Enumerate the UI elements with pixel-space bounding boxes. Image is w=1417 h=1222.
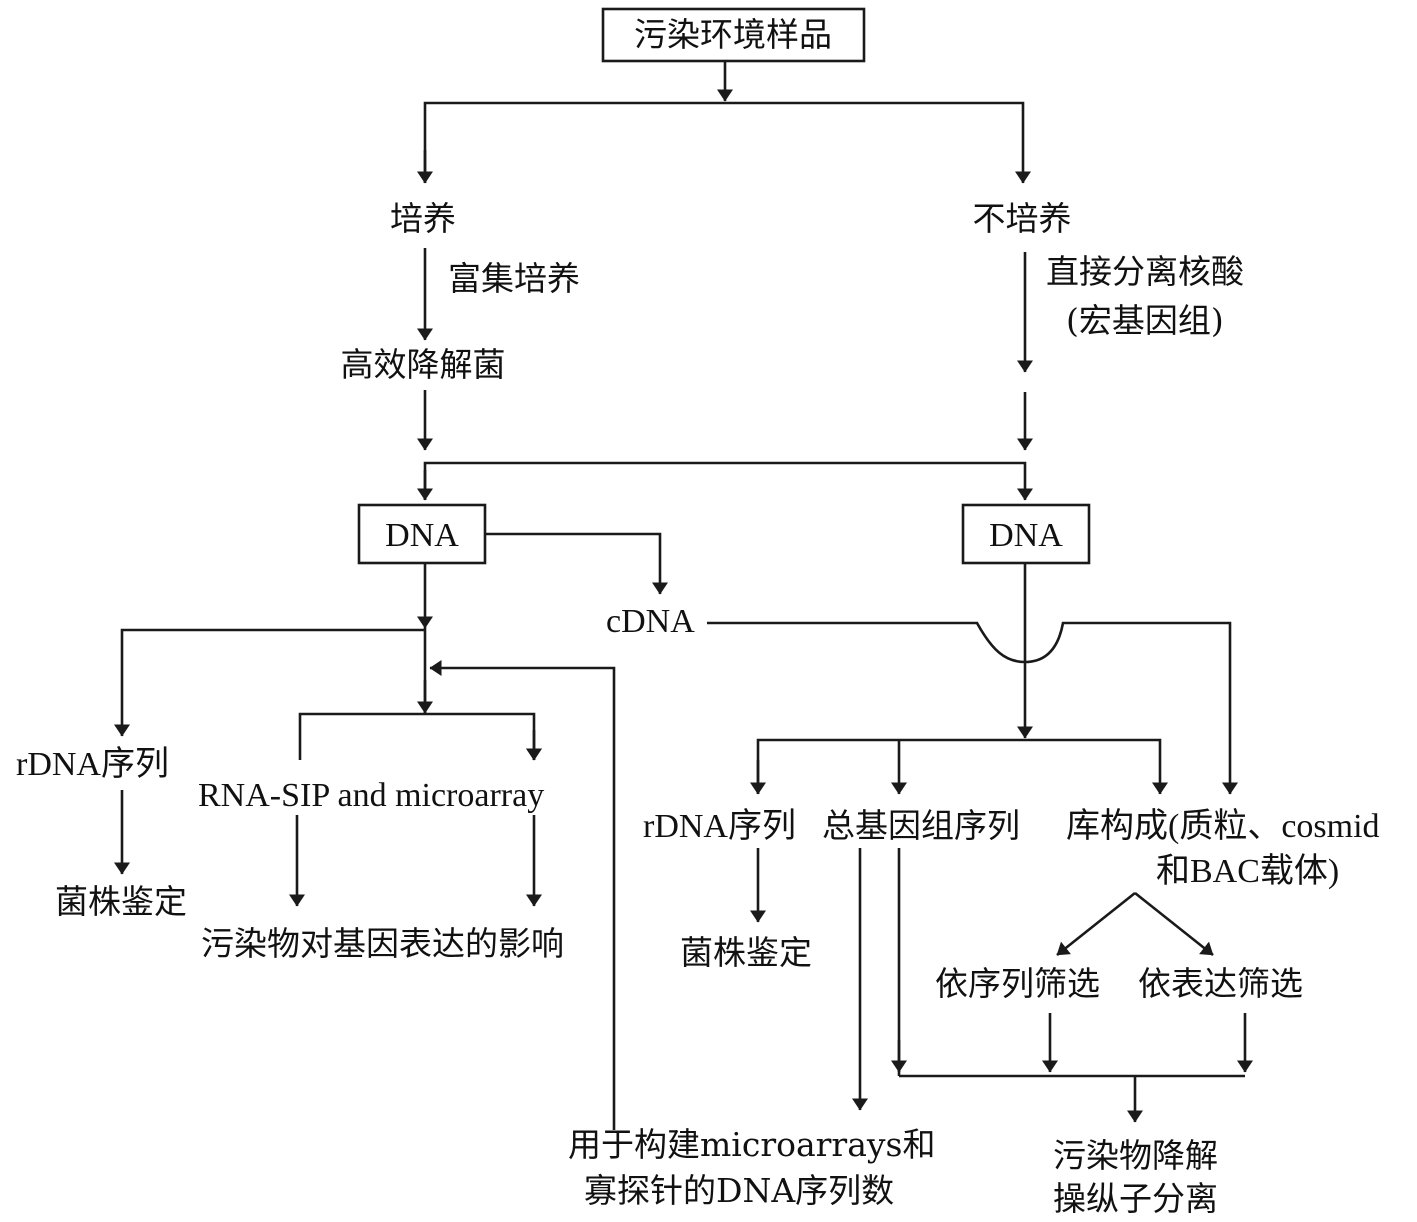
expr-screen-label: 依表达筛选 — [1138, 964, 1303, 1003]
rdna-right-label: rDNA序列 — [643, 807, 796, 845]
direct-isolation-label: 直接分离核酸 — [1046, 252, 1244, 291]
dna-left-to-cdna-arrow — [485, 532, 668, 595]
library-label-2: 和BAC载体) — [1156, 852, 1339, 890]
feedback-arrow — [429, 660, 616, 1130]
operon-label-2: 操纵子分离 — [1053, 1179, 1218, 1218]
strain-id-right-label: 菌株鉴定 — [680, 933, 812, 972]
library-label: 库构成(质粒、cosmid — [1066, 807, 1380, 845]
cdna-label: cDNA — [606, 603, 695, 640]
microarray-use-label-1: 用于构建microarrays和 — [568, 1125, 935, 1164]
efficient-degrader-label: 高效降解菌 — [341, 345, 506, 384]
right-split-line — [756, 738, 1168, 795]
top-split-line — [423, 101, 1031, 184]
cdna-bypass-line — [707, 621, 1238, 795]
merge-line — [423, 461, 1033, 501]
root-label: 污染环境样品 — [634, 15, 832, 54]
rna-split-left-arrow — [298, 712, 542, 761]
no-culture-label: 不培养 — [973, 199, 1072, 238]
library-to-expr-arrow — [1134, 891, 1214, 957]
seq-screen-label: 依序列筛选 — [935, 964, 1100, 1003]
dna-left-box — [357, 503, 487, 565]
pollutant-effect-label: 污染物对基因表达的影响 — [201, 924, 564, 963]
root-box — [601, 7, 866, 63]
library-to-seq-arrow — [1056, 891, 1136, 957]
dna-left-label: DNA — [385, 517, 459, 554]
rna-sip-label: RNA-SIP and microarray — [198, 777, 544, 814]
culture-label: 培养 — [390, 199, 456, 238]
enrichment-label: 富集培养 — [448, 259, 580, 298]
metagenome-label: (宏基因组) — [1066, 301, 1224, 340]
total-genome-label: 总基因组序列 — [822, 806, 1020, 845]
strain-id-left-label: 菌株鉴定 — [55, 882, 187, 921]
rdna-left-label: rDNA序列 — [16, 745, 169, 783]
to-rdna-left-arrow — [114, 628, 425, 737]
dna-right-label: DNA — [989, 517, 1063, 554]
microarray-use-label-2: 寡探针的DNA序列数 — [584, 1171, 894, 1210]
operon-label-1: 污染物降解 — [1053, 1136, 1218, 1175]
